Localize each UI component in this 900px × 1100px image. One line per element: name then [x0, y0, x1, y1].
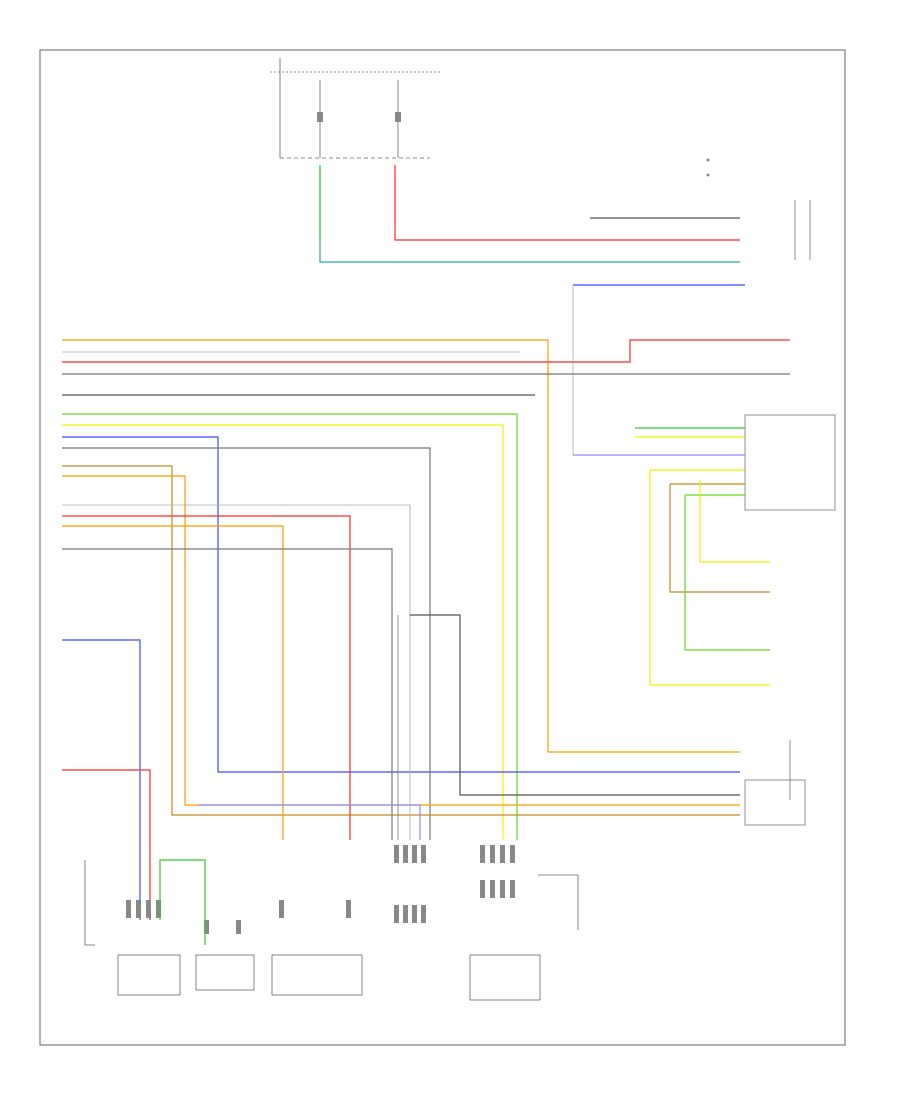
component-3	[271, 954, 363, 996]
right-middle-wires	[573, 427, 770, 686]
fuse-symbols	[317, 112, 401, 122]
green-loop-wire	[159, 859, 206, 945]
power-source-block	[270, 58, 440, 159]
component-2	[195, 954, 255, 991]
legend-marks	[706, 158, 710, 177]
left-harness-wires	[62, 339, 790, 920]
bottom-connector-pins	[126, 845, 515, 934]
upper-right-blue-wires	[572, 284, 745, 455]
component-4	[469, 954, 541, 1001]
component-1	[117, 954, 181, 996]
top-right-connector	[794, 200, 811, 260]
right-module-outlines	[744, 414, 836, 826]
fuse-wires	[319, 165, 740, 263]
bottom-components	[84, 860, 579, 1001]
diagram-frame	[39, 49, 846, 1046]
